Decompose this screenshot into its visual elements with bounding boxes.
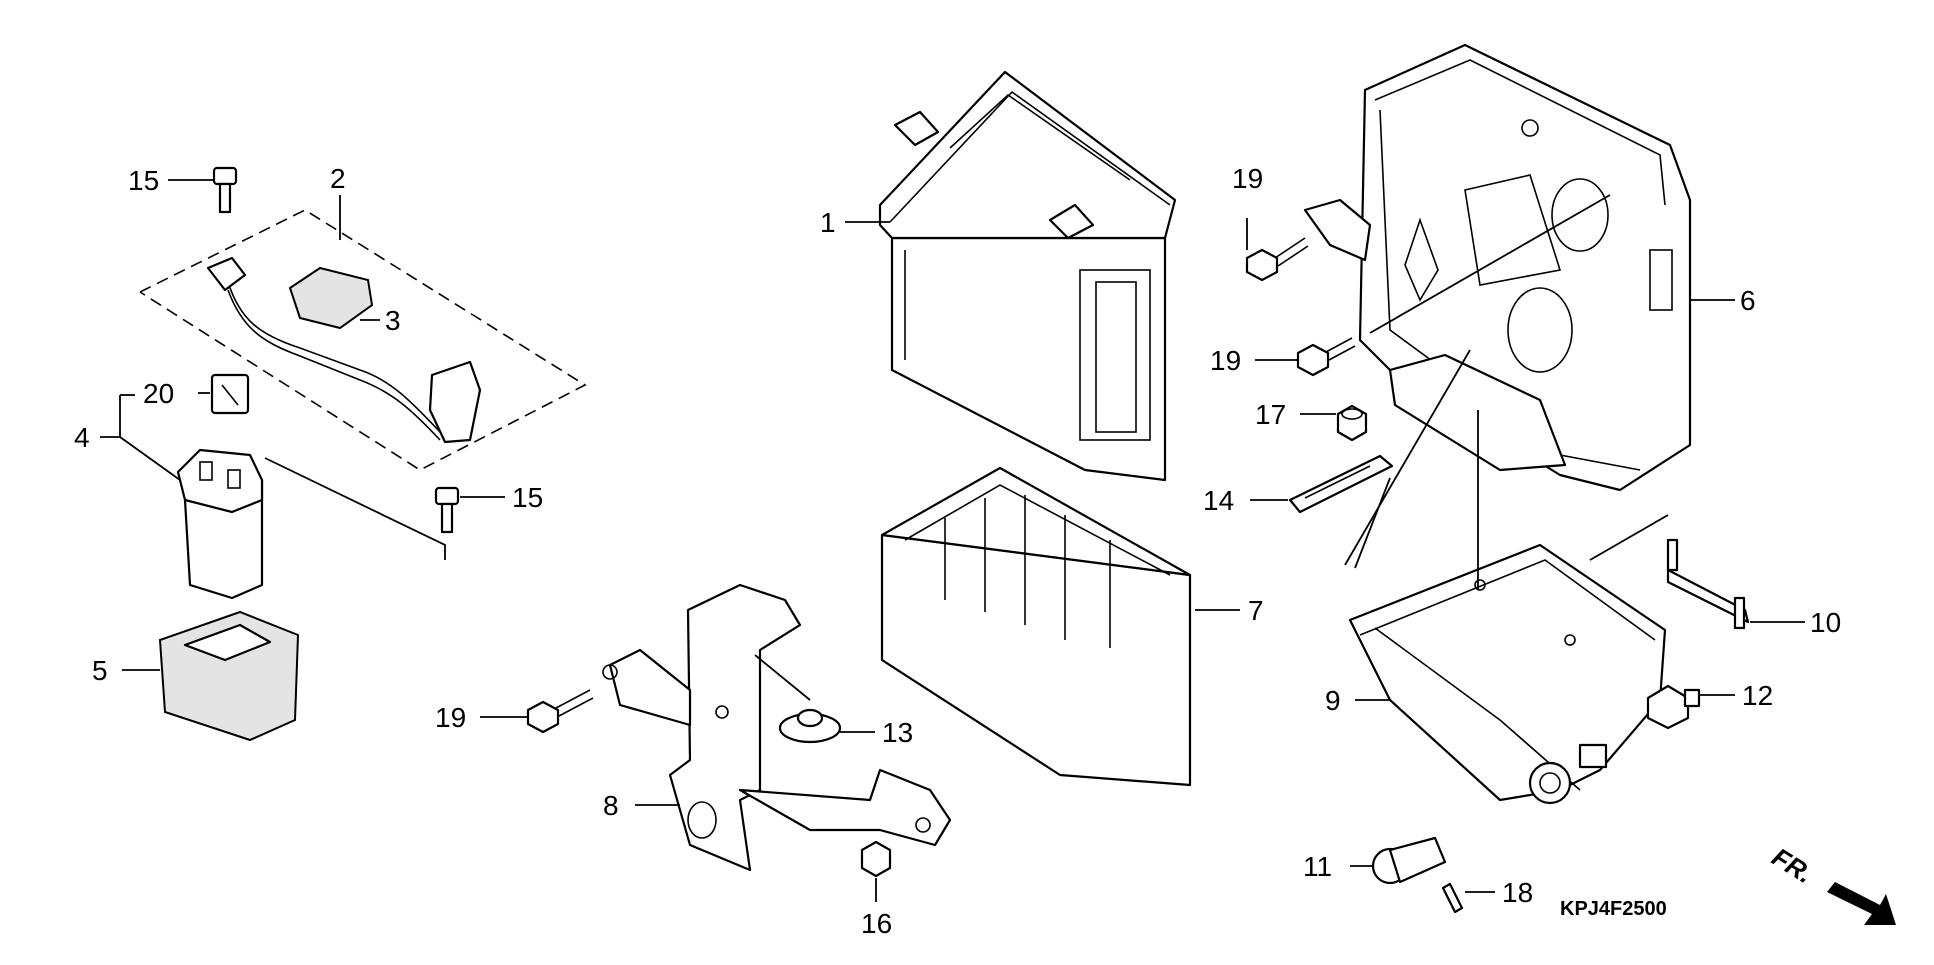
callout-5: 5 bbox=[92, 655, 108, 686]
callout-15-lower: 15 bbox=[512, 482, 543, 513]
callout-10: 10 bbox=[1810, 607, 1841, 638]
callout-14: 14 bbox=[1203, 485, 1234, 516]
callout-16: 16 bbox=[861, 908, 892, 939]
callout-19-upper: 19 bbox=[1232, 163, 1263, 194]
bolt-12 bbox=[1646, 684, 1701, 730]
callout-3: 3 bbox=[385, 305, 401, 336]
battery-cable-part bbox=[139, 209, 587, 471]
callout-6: 6 bbox=[1740, 285, 1756, 316]
callout-15-upper: 15 bbox=[128, 165, 159, 196]
callout-1: 1 bbox=[820, 207, 836, 238]
fuse-part bbox=[210, 373, 250, 415]
nut-16 bbox=[860, 840, 892, 878]
callout-17: 17 bbox=[1255, 399, 1286, 430]
callout-18: 18 bbox=[1502, 877, 1533, 908]
bolt-19-lower bbox=[526, 689, 594, 734]
grommet-13 bbox=[778, 708, 842, 744]
assembly-lines bbox=[264, 194, 1669, 701]
lower-cover-part bbox=[1348, 543, 1667, 805]
front-label: FR. bbox=[1767, 842, 1818, 890]
bolt-15-upper bbox=[212, 166, 238, 214]
bolt-19-middle bbox=[1296, 337, 1356, 377]
bolt-19-upper bbox=[1245, 237, 1309, 282]
clip-18 bbox=[1441, 882, 1464, 914]
relay-cover-part bbox=[158, 610, 300, 742]
starter-relay-part bbox=[176, 448, 264, 600]
diagram-code: KPJ4F2500 bbox=[1560, 898, 1667, 920]
bolt-15-lower bbox=[434, 486, 460, 534]
callout-7: 7 bbox=[1248, 595, 1264, 626]
band-14 bbox=[1288, 454, 1394, 514]
front-direction-indicator: FR. bbox=[1767, 842, 1896, 925]
callout-13: 13 bbox=[882, 717, 913, 748]
battery-case-part bbox=[880, 466, 1192, 787]
rod-10 bbox=[1666, 538, 1750, 630]
callout-12: 12 bbox=[1742, 680, 1773, 711]
callout-19-middle: 19 bbox=[1210, 345, 1241, 376]
callout-19-lower: 19 bbox=[435, 702, 466, 733]
leader-lines bbox=[100, 179, 1805, 902]
callout-8: 8 bbox=[603, 790, 619, 821]
front-arrow-icon bbox=[1827, 882, 1896, 925]
callout-9: 9 bbox=[1325, 685, 1341, 716]
callout-4: 4 bbox=[74, 422, 90, 453]
callout-11: 11 bbox=[1303, 851, 1332, 882]
battery-part bbox=[878, 70, 1177, 482]
battery-bracket-part bbox=[602, 583, 952, 872]
callout-2: 2 bbox=[330, 163, 346, 194]
nut-17 bbox=[1336, 404, 1368, 442]
callout-labels: 1 2 3 4 5 6 7 8 9 10 11 12 13 14 15 15 1… bbox=[74, 163, 1841, 939]
callout-20: 20 bbox=[143, 378, 174, 409]
pin-11 bbox=[1371, 836, 1447, 885]
